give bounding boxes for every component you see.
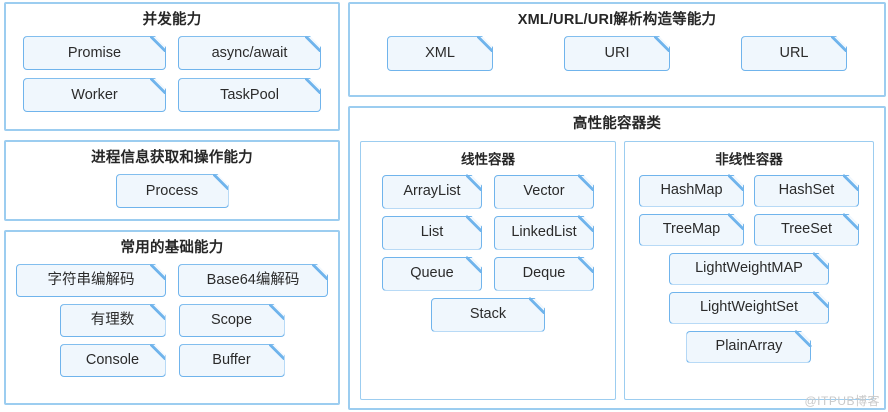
chip-row: Promise async/await: [16, 36, 328, 70]
sub-panel-wrapper: 线性容器 ArrayList Vector List LinkedList Qu…: [360, 140, 874, 400]
chip-rational-number[interactable]: 有理数: [60, 304, 166, 337]
chip-buffer[interactable]: Buffer: [179, 344, 285, 377]
panel-xml-url-uri: XML/URL/URI解析构造等能力 XML URI URL: [348, 2, 886, 98]
chip-treeset[interactable]: TreeSet: [754, 214, 859, 246]
chip-vector[interactable]: Vector: [494, 175, 594, 209]
panel-title-xml-url-uri: XML/URL/URI解析构造等能力: [517, 12, 717, 28]
chip-taskpool[interactable]: TaskPool: [178, 78, 321, 112]
chip-row: 字符串编解码 Base64编解码: [16, 264, 328, 297]
chip-row: Worker TaskPool: [16, 78, 328, 112]
chip-stack[interactable]: Stack: [431, 298, 545, 332]
chip-row: List LinkedList: [370, 216, 606, 250]
chip-treemap[interactable]: TreeMap: [639, 214, 744, 246]
chip-url[interactable]: URL: [741, 36, 847, 71]
panel-title-high-performance-containers: 高性能容器类: [572, 116, 662, 133]
chip-worker[interactable]: Worker: [23, 78, 166, 112]
chip-process[interactable]: Process: [116, 174, 229, 208]
sub-panel-linear-containers: 线性容器 ArrayList Vector List LinkedList Qu…: [360, 140, 616, 400]
panel-title-basic-capabilities: 常用的基础能力: [120, 240, 224, 256]
chip-row: Process: [16, 174, 328, 208]
chip-lightweightmap[interactable]: LightWeightMAP: [669, 253, 829, 285]
chip-row: Stack: [370, 298, 606, 332]
chip-base64-codec[interactable]: Base64编解码: [178, 264, 328, 297]
sub-panel-title-linear: 线性容器: [460, 151, 515, 167]
chip-row: Console Buffer: [16, 344, 328, 377]
chip-row: LightWeightMAP: [634, 253, 864, 285]
sub-panel-title-nonlinear: 非线性容器: [715, 151, 783, 167]
sub-panel-nonlinear-containers: 非线性容器 HashMap HashSet TreeMap TreeSet Li…: [623, 140, 874, 400]
chip-row: LightWeightSet: [634, 292, 864, 324]
chip-queue[interactable]: Queue: [382, 257, 482, 291]
chip-promise[interactable]: Promise: [23, 36, 166, 70]
panel-title-process-info: 进程信息获取和操作能力: [91, 150, 253, 166]
chip-hashset[interactable]: HashSet: [754, 175, 859, 207]
panel-high-performance-containers: 高性能容器类 线性容器 ArrayList Vector List Linked…: [348, 106, 886, 410]
chip-async-await[interactable]: async/await: [178, 36, 321, 70]
chip-lightweightset[interactable]: LightWeightSet: [669, 292, 829, 324]
chip-linkedlist[interactable]: LinkedList: [494, 216, 594, 250]
chip-scope[interactable]: Scope: [179, 304, 285, 337]
chip-row: ArrayList Vector: [370, 175, 606, 209]
panel-process-info: 进程信息获取和操作能力 Process: [4, 140, 340, 221]
right-column: XML/URL/URI解析构造等能力 XML URI URL 高性能容器类 线性…: [348, 2, 886, 410]
chip-row: XML URI URL: [360, 36, 874, 71]
chip-row: Queue Deque: [370, 257, 606, 291]
left-column: 并发能力 Promise async/await Worker TaskPool…: [4, 2, 340, 410]
chip-arraylist[interactable]: ArrayList: [382, 175, 482, 209]
chip-list[interactable]: List: [382, 216, 482, 250]
chip-row: PlainArray: [634, 331, 864, 363]
chip-plainarray[interactable]: PlainArray: [686, 331, 811, 363]
chip-console[interactable]: Console: [60, 344, 166, 377]
chip-string-codec[interactable]: 字符串编解码: [16, 264, 166, 297]
chip-xml[interactable]: XML: [387, 36, 493, 71]
chip-hashmap[interactable]: HashMap: [639, 175, 744, 207]
chip-row: HashMap HashSet: [634, 175, 864, 207]
chip-row: 有理数 Scope: [16, 304, 328, 337]
chip-deque[interactable]: Deque: [494, 257, 594, 291]
chip-uri[interactable]: URI: [564, 36, 670, 71]
panel-basic-capabilities: 常用的基础能力 字符串编解码 Base64编解码 有理数 Scope Conso…: [4, 230, 340, 405]
chip-row: TreeMap TreeSet: [634, 214, 864, 246]
panel-concurrency: 并发能力 Promise async/await Worker TaskPool: [4, 2, 340, 131]
panel-title-concurrency: 并发能力: [142, 12, 202, 28]
